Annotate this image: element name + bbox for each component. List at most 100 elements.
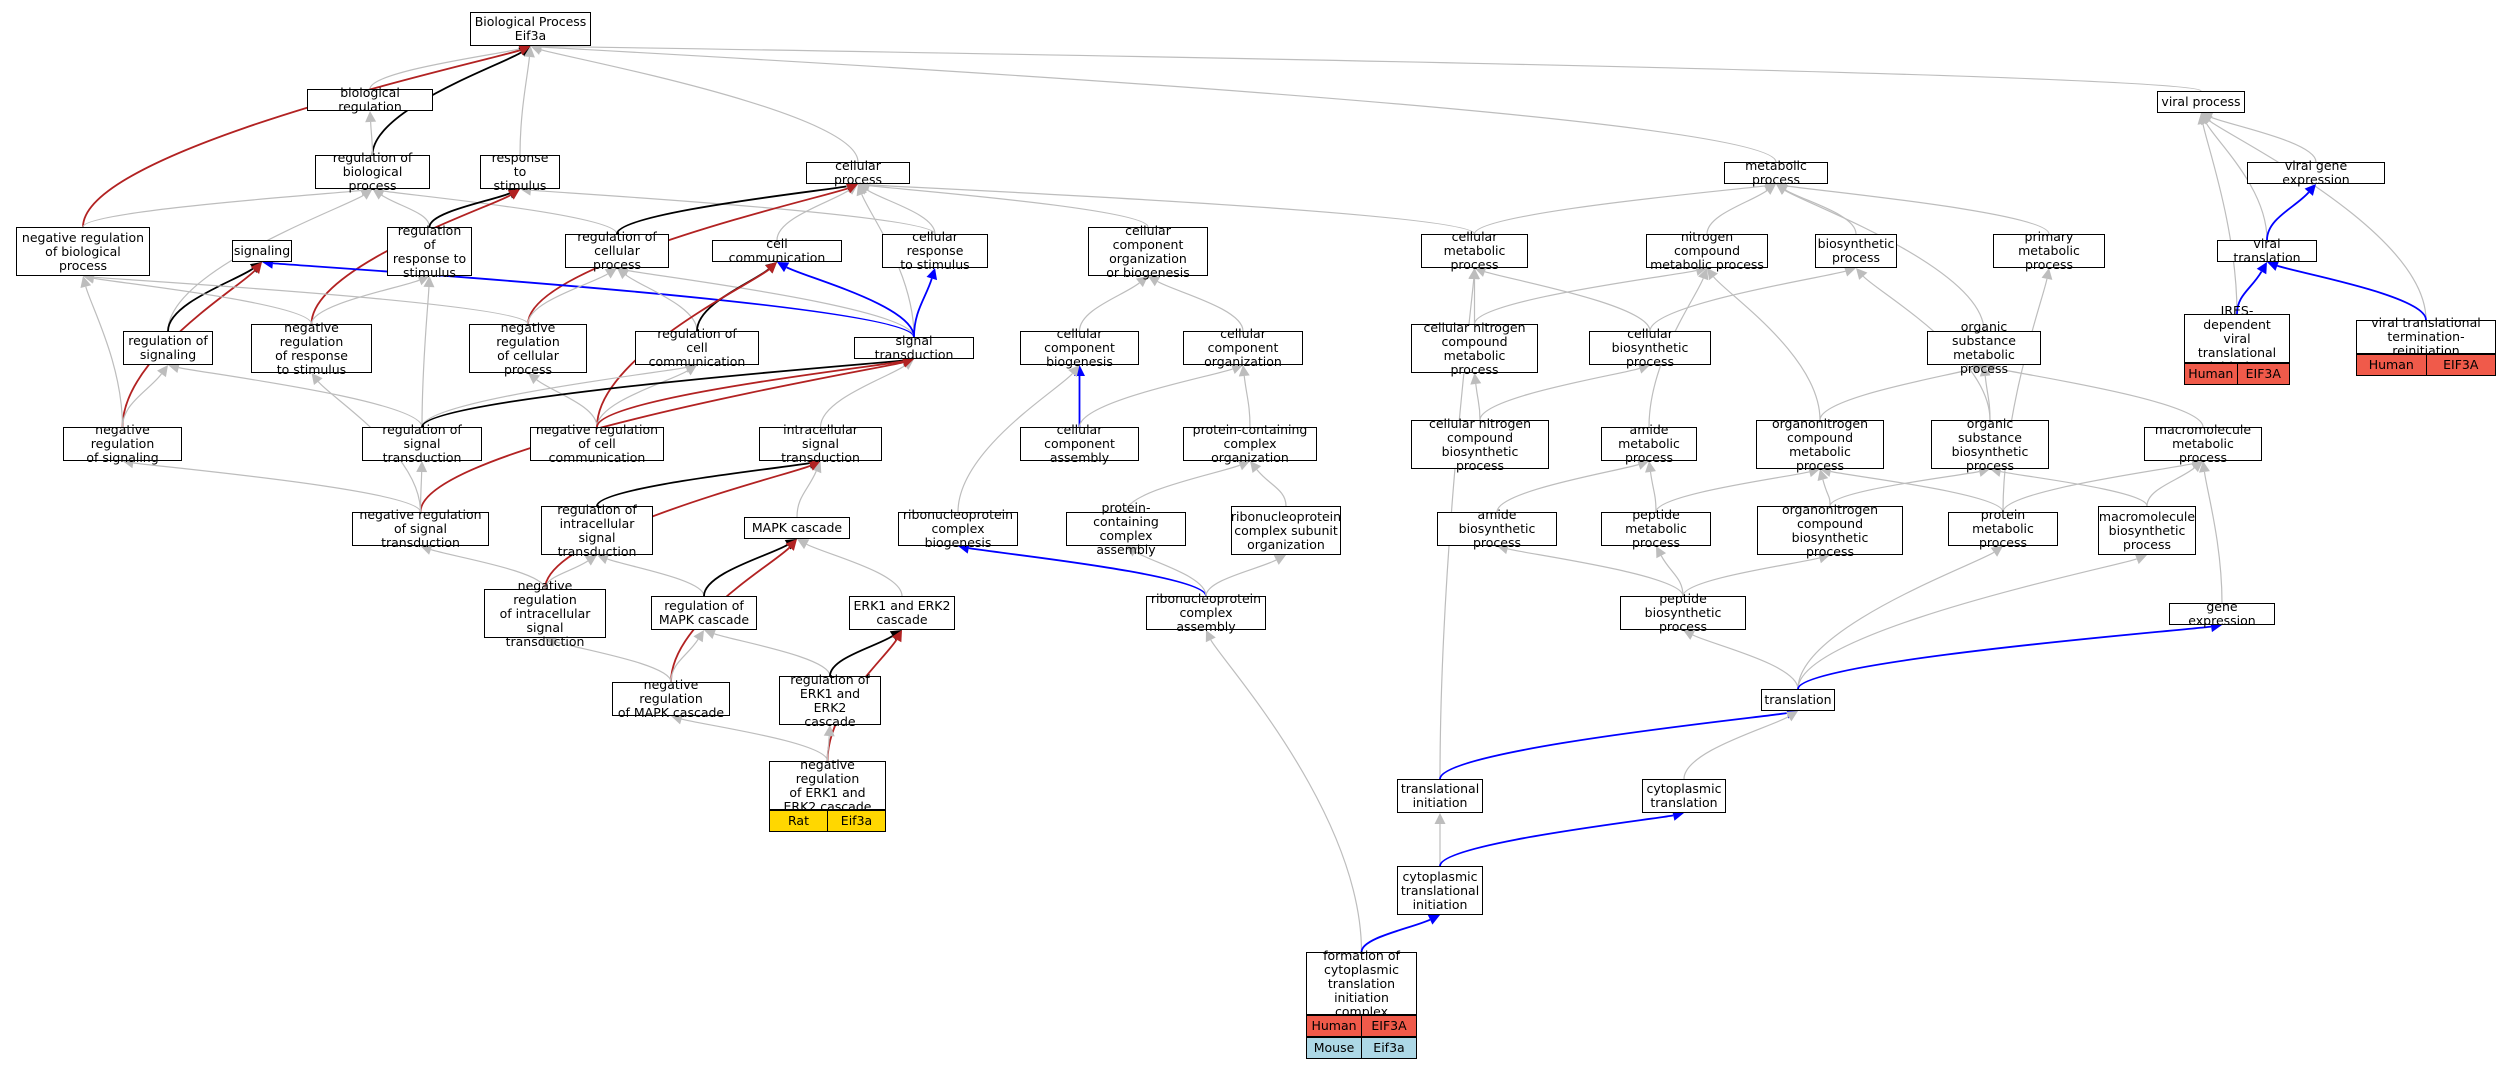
arrowhead-tl-to-mbp: [2134, 553, 2147, 565]
go-term-cp[interactable]: cellular process: [806, 159, 910, 187]
go-term-mmp[interactable]: macromolecule metabolic process: [2144, 423, 2262, 465]
go-term-ti[interactable]: translational initiation: [1397, 779, 1483, 813]
go-term-osbp[interactable]: organic substance biosynthetic process: [1931, 416, 2049, 472]
go-term-rst[interactable]: regulation of signal transduction: [362, 423, 482, 465]
go-term-rnpcso[interactable]: ribonucleoprotein complex subunit organi…: [1231, 506, 1341, 555]
arrowhead-tl-to-protmp: [1990, 546, 2003, 557]
go-term-nrist[interactable]: negative regulation of intracellular sig…: [484, 578, 606, 648]
edge-fctic-to-cti: [1360, 918, 1431, 953]
go-term-cc[interactable]: cell communication: [712, 237, 842, 265]
go-term-rsig[interactable]: regulation of signaling: [123, 331, 213, 365]
go-term-breg[interactable]: biological regulation: [307, 86, 433, 114]
edge-rrs-to-resp: [428, 192, 511, 228]
edge-st-to-cc: [786, 266, 915, 338]
edge-bsp-to-mp: [1785, 189, 1857, 235]
edge-oncbp-to-oncmp: [1822, 479, 1831, 507]
edge-cmp-to-mp: [1473, 185, 1766, 235]
arrowhead-osmp-to-mp: [1776, 184, 1789, 195]
go-term-rrs[interactable]: regulation of response to stimulus: [387, 223, 472, 279]
edge-nrbp-to-rbp: [82, 189, 362, 228]
go-term-abp[interactable]: amide biosynthetic process: [1437, 508, 1557, 550]
arrowhead-pepmp-to-oncmp: [1807, 466, 1820, 478]
go-term-nrcp[interactable]: negative regulation of cellular process: [469, 320, 587, 376]
edge-rerk-to-rmapk: [714, 633, 831, 677]
annotation-gene: Eif3a: [1361, 1038, 1416, 1058]
go-term-ge[interactable]: gene expression: [2169, 600, 2275, 628]
go-term-bsp[interactable]: biosynthetic process: [1815, 234, 1897, 268]
go-term-pepbp[interactable]: peptide biosynthetic process: [1620, 592, 1746, 634]
go-term-ctl[interactable]: cytoplasmic translation: [1642, 779, 1726, 813]
go-term-vge[interactable]: viral gene expression: [2247, 159, 2385, 187]
go-term-pepmp[interactable]: peptide metabolic process: [1601, 508, 1711, 550]
edge-rerk-to-erk: [829, 635, 894, 677]
go-term-vttr[interactable]: viral translational termination-reinitia…: [2356, 316, 2496, 358]
go-term-nrbp[interactable]: negative regulation of biological proces…: [16, 227, 150, 276]
go-term-cncmp[interactable]: cellular nitrogen compound metabolic pro…: [1411, 320, 1538, 376]
go-term-vp[interactable]: viral process: [2157, 91, 2245, 113]
go-term-rbp[interactable]: regulation of biological process: [315, 151, 430, 193]
go-term-nrcc[interactable]: negative regulation of cell communicatio…: [530, 423, 664, 465]
go-term-nrerk[interactable]: negative regulation of ERK1 and ERK2 cas…: [769, 757, 886, 813]
go-term-bp[interactable]: Biological Process Eif3a: [470, 12, 591, 46]
edge-nrsig-to-sig: [121, 269, 256, 428]
go-term-cca[interactable]: cellular component assembly: [1020, 423, 1139, 465]
go-term-protmp[interactable]: protein metabolic process: [1948, 508, 2058, 550]
arrowhead-rnpca-to-rnpcso: [1273, 555, 1286, 565]
go-term-amp[interactable]: amide metabolic process: [1601, 423, 1697, 465]
go-term-cco[interactable]: cellular component organization: [1183, 327, 1303, 369]
go-term-ncmp[interactable]: nitrogen compound metabolic process: [1646, 230, 1768, 272]
go-term-osmp[interactable]: organic substance metabolic process: [1927, 320, 2041, 376]
go-term-rcc[interactable]: regulation of cell communication: [635, 327, 759, 369]
arrowhead-osbp-to-osmp: [1979, 365, 1991, 377]
edge-cbp-to-cmp: [1484, 271, 1651, 332]
edge-rnpcso-to-pcco: [1256, 469, 1287, 507]
go-term-rnpcb[interactable]: ribonucleoprotein complex biogenesis: [898, 508, 1018, 550]
go-term-cbp[interactable]: cellular biosynthetic process: [1589, 327, 1711, 369]
go-term-rerk[interactable]: regulation of ERK1 and ERK2 cascade: [779, 672, 881, 728]
arrowhead-st-to-cp: [856, 184, 867, 197]
go-term-fctic[interactable]: formation of cytoplasmic translation ini…: [1306, 948, 1417, 1018]
go-term-oncmp[interactable]: organonitrogen compound metabolic proces…: [1756, 416, 1884, 472]
go-term-nrst[interactable]: negative regulation of signal transducti…: [352, 508, 489, 550]
edge-osbp-to-bsp: [1862, 275, 1991, 421]
go-term-pcca[interactable]: protein-containing complex assembly: [1066, 501, 1186, 557]
go-term-rist[interactable]: regulation of intracellular signal trans…: [541, 502, 653, 558]
arrowhead-nrerk-to-nrmapk: [671, 713, 684, 725]
go-term-rcp[interactable]: regulation of cellular process: [565, 230, 669, 272]
go-term-ires[interactable]: IRES-dependent viral translational initi…: [2184, 303, 2290, 373]
go-term-mbp[interactable]: macromolecule biosynthetic process: [2098, 506, 2196, 555]
go-term-pmp[interactable]: primary metabolic process: [1993, 230, 2105, 272]
go-term-rnpca[interactable]: ribonucleoprotein complex assembly: [1146, 592, 1266, 634]
annotation-species: Mouse: [1307, 1038, 1361, 1058]
go-term-ccob[interactable]: cellular component organization or bioge…: [1088, 223, 1208, 279]
go-term-cncbp[interactable]: cellular nitrogen compound biosynthetic …: [1411, 416, 1549, 472]
edge-nrcc-to-nrcp: [536, 379, 598, 428]
go-term-vt[interactable]: viral translation: [2217, 237, 2317, 265]
go-term-st[interactable]: signal transduction: [854, 334, 974, 362]
go-term-ccb[interactable]: cellular component biogenesis: [1020, 327, 1139, 369]
arrowhead-nrrs-to-rrs: [417, 275, 430, 286]
go-term-nrrs[interactable]: negative regulation of response to stimu…: [251, 320, 372, 376]
go-term-crs[interactable]: cellular response to stimulus: [882, 230, 988, 272]
go-term-rmapk[interactable]: regulation of MAPK cascade: [651, 596, 757, 630]
go-term-nrmapk[interactable]: negative regulation of MAPK cascade: [612, 678, 730, 720]
go-term-mapk[interactable]: MAPK cascade: [744, 517, 850, 539]
edge-nrcc-to-cc: [596, 268, 770, 428]
go-term-pcco[interactable]: protein-containing complex organization: [1183, 423, 1317, 465]
go-term-cti[interactable]: cytoplasmic translational initiation: [1397, 866, 1483, 915]
edge-vttr-to-vp: [2208, 120, 2427, 321]
edge-vttr-to-vt: [2277, 264, 2427, 321]
go-term-nrsig[interactable]: negative regulation of signaling: [63, 423, 182, 465]
go-term-ist[interactable]: intracellular signal transduction: [759, 423, 882, 465]
annotation-species: Human: [2185, 364, 2237, 384]
go-term-sig[interactable]: signaling: [232, 240, 292, 262]
go-term-erk[interactable]: ERK1 and ERK2 cascade: [849, 596, 955, 630]
go-term-oncbp[interactable]: organonitrogen compound biosynthetic pro…: [1757, 502, 1903, 558]
arrowhead-cncbp-to-cncmp: [1470, 373, 1482, 385]
go-term-mp[interactable]: metabolic process: [1724, 159, 1828, 187]
arrowhead-tl-to-pepbp: [1683, 630, 1696, 640]
go-term-resp[interactable]: response to stimulus: [480, 151, 560, 193]
go-term-tl[interactable]: translation: [1761, 689, 1835, 711]
go-term-cmp[interactable]: cellular metabolic process: [1421, 230, 1528, 272]
